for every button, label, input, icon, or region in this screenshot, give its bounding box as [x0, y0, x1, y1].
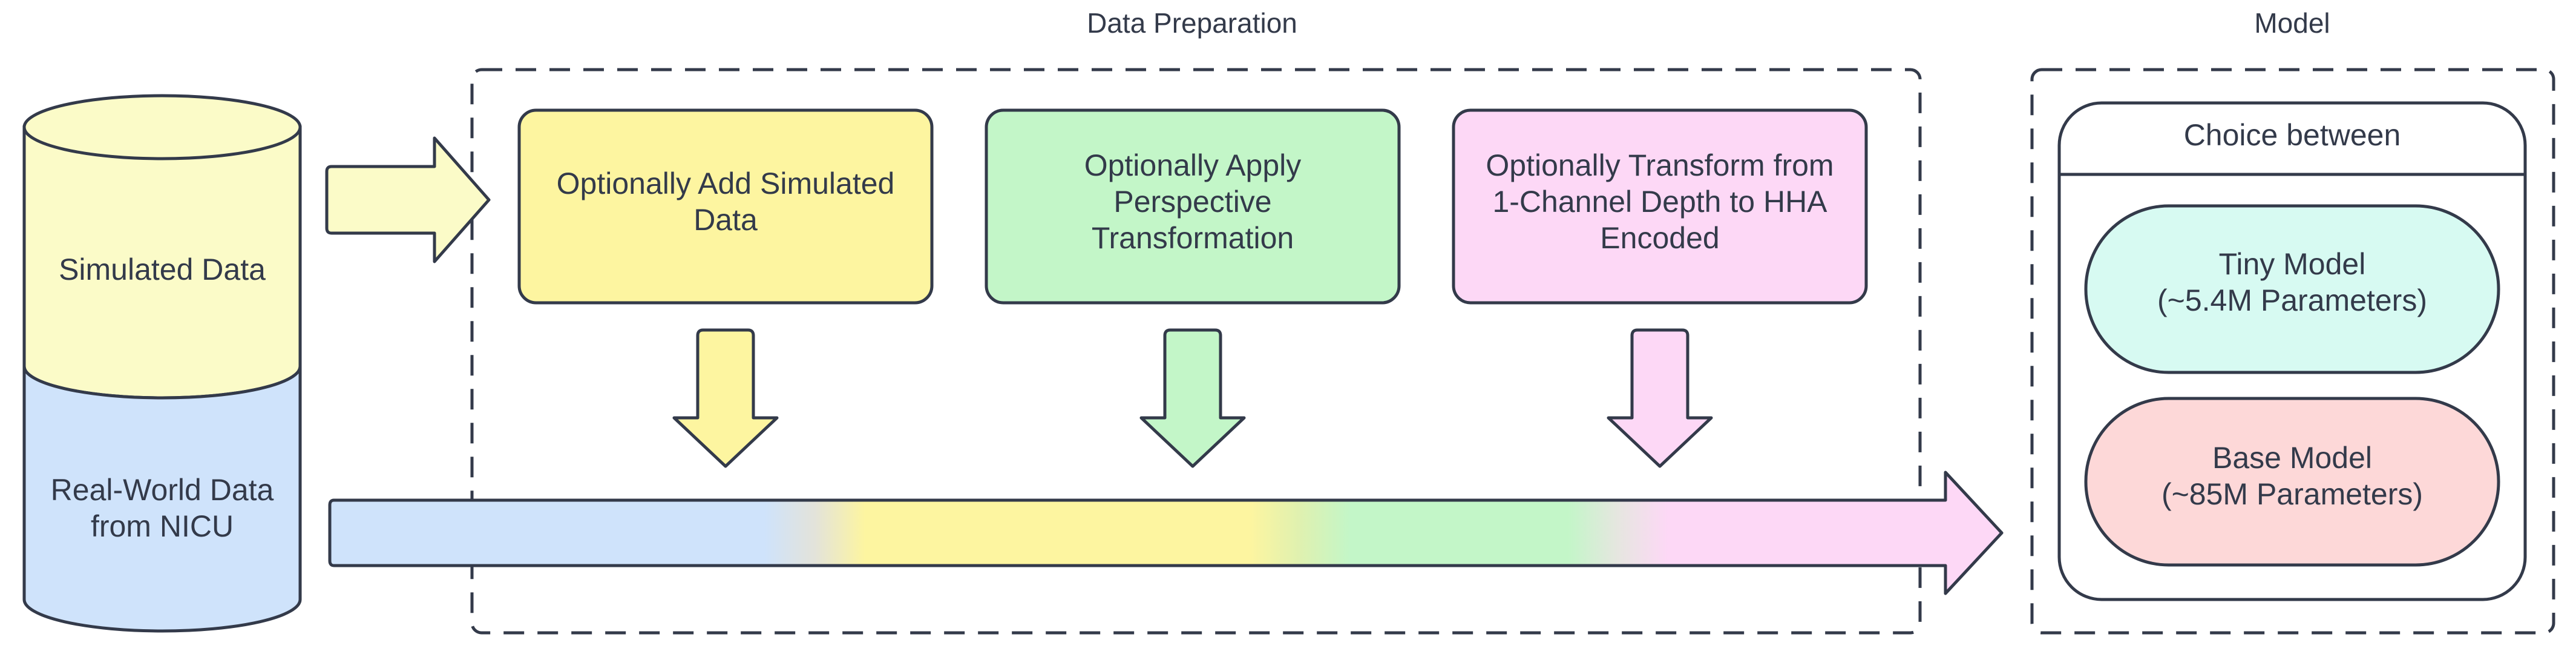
- step-hha-down-arrow: [1607, 328, 1713, 468]
- step-perspective-text-line3: Transformation: [1092, 221, 1294, 255]
- real-world-data-label: Real-World Data: [51, 473, 274, 507]
- data-flow-arrow: [328, 471, 2004, 595]
- model-choice-panel: Choice between Tiny Model (~5.4M Paramet…: [2057, 101, 2527, 601]
- step-add-simulated-down-arrow: [672, 328, 779, 468]
- base-model-option: [2084, 397, 2500, 567]
- tiny-model-params: (~5.4M Parameters): [2157, 283, 2427, 317]
- step-perspective-transformation: Optionally Apply Perspective Transformat…: [985, 108, 1401, 468]
- step-perspective-text-line2: Perspective: [1113, 185, 1271, 219]
- step-hha-text-line3: Encoded: [1600, 221, 1719, 255]
- real-world-data-label-line2: from NICU: [91, 509, 234, 543]
- tiny-model-option: [2084, 204, 2500, 374]
- step-perspective-box: [985, 108, 1401, 305]
- simulated-data-arrow: [325, 136, 491, 263]
- step-hha-text-line2: 1-Channel Depth to HHA: [1492, 185, 1827, 219]
- model-choice-header: Choice between: [2184, 118, 2401, 152]
- step-hha-text: Optionally Transform from: [1486, 148, 1834, 182]
- tiny-model-name: Tiny Model: [2219, 247, 2366, 281]
- step-add-simulated-text: Optionally Add Simulated: [557, 167, 895, 200]
- step-add-simulated-text-line2: Data: [693, 203, 758, 237]
- step-perspective-down-arrow: [1139, 328, 1246, 468]
- cylinder-top: [22, 94, 302, 160]
- base-model-name: Base Model: [2212, 441, 2372, 475]
- base-model-params: (~85M Parameters): [2161, 477, 2423, 511]
- step-add-simulated-box: [517, 108, 934, 305]
- data-source-cylinder: Simulated Data Real-World Data from NICU: [22, 94, 302, 633]
- simulated-data-label: Simulated Data: [59, 253, 266, 286]
- step-add-simulated-data: Optionally Add Simulated Data: [517, 108, 934, 468]
- real-world-data-section: [22, 366, 302, 633]
- step-hha-box: [1452, 108, 1868, 305]
- model-title: Model: [2254, 7, 2330, 39]
- model-group: [2030, 68, 2555, 635]
- step-hha-encoding: Optionally Transform from 1-Channel Dept…: [1452, 108, 1868, 468]
- data-preparation-group: [470, 68, 1922, 635]
- data-preparation-title: Data Preparation: [1087, 7, 1297, 39]
- step-perspective-text: Optionally Apply: [1084, 148, 1302, 182]
